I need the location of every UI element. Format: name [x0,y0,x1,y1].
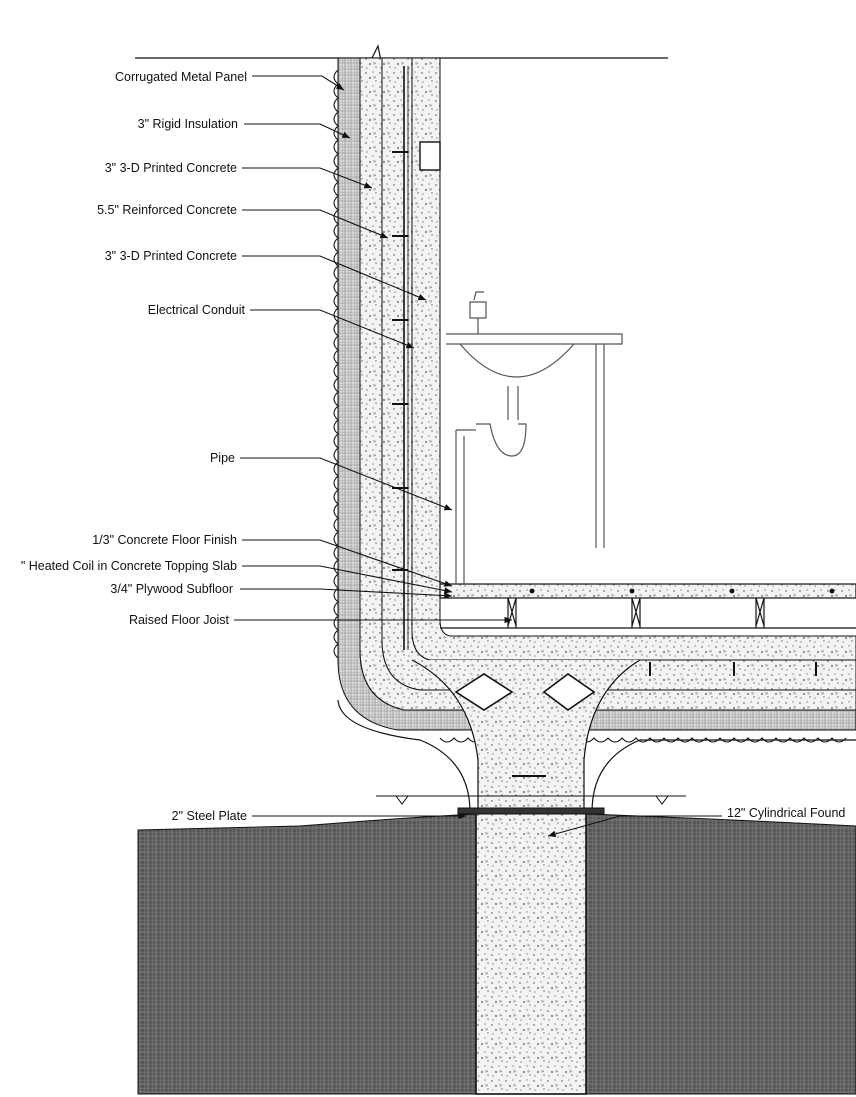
raised-floor-joists [440,597,856,629]
label-steel-plate: 2" Steel Plate [171,809,247,823]
heated-coil-dots [529,588,835,594]
label-floor-finish: 1/3" Concrete Floor Finish [92,533,237,547]
diamond-voids [454,673,596,711]
inner-printed-concrete-layer [411,57,856,661]
label-raised-floor-joist: Raised Floor Joist [128,613,229,627]
label-reinforced-concrete: 5.5" Reinforced Concrete [97,203,237,217]
label-printed-concrete-inner: 3" 3-D Printed Concrete [104,249,237,263]
foundation-transition [411,659,641,813]
label-cylindrical-foundation: 12" Cylindrical Found [727,806,846,820]
label-printed-concrete-outer: 3" 3-D Printed Concrete [104,161,237,175]
steel-plate [457,807,605,815]
ground-soil [137,813,477,1095]
label-plywood-subfloor: 3/4" Plywood Subfloor [110,582,233,596]
label-heated-coil: " Heated Coil in Concrete Topping Slab [20,559,237,573]
floor-finish-slab [439,583,856,599]
foundation-curve-left [337,699,471,813]
label-corrugated-metal-panel: Corrugated Metal Panel [114,70,247,84]
foundation-curve-right [591,739,856,813]
label-electrical-conduit: Electrical Conduit [147,303,245,317]
ground-soil-right [585,813,856,1095]
cylindrical-foundation [475,811,587,1095]
sink-vanity [446,291,623,584]
leader-lines [234,75,722,838]
electrical-box [419,141,441,171]
label-pipe: Pipe [209,451,235,465]
label-rigid-insulation: 3" Rigid Insulation [137,117,238,131]
